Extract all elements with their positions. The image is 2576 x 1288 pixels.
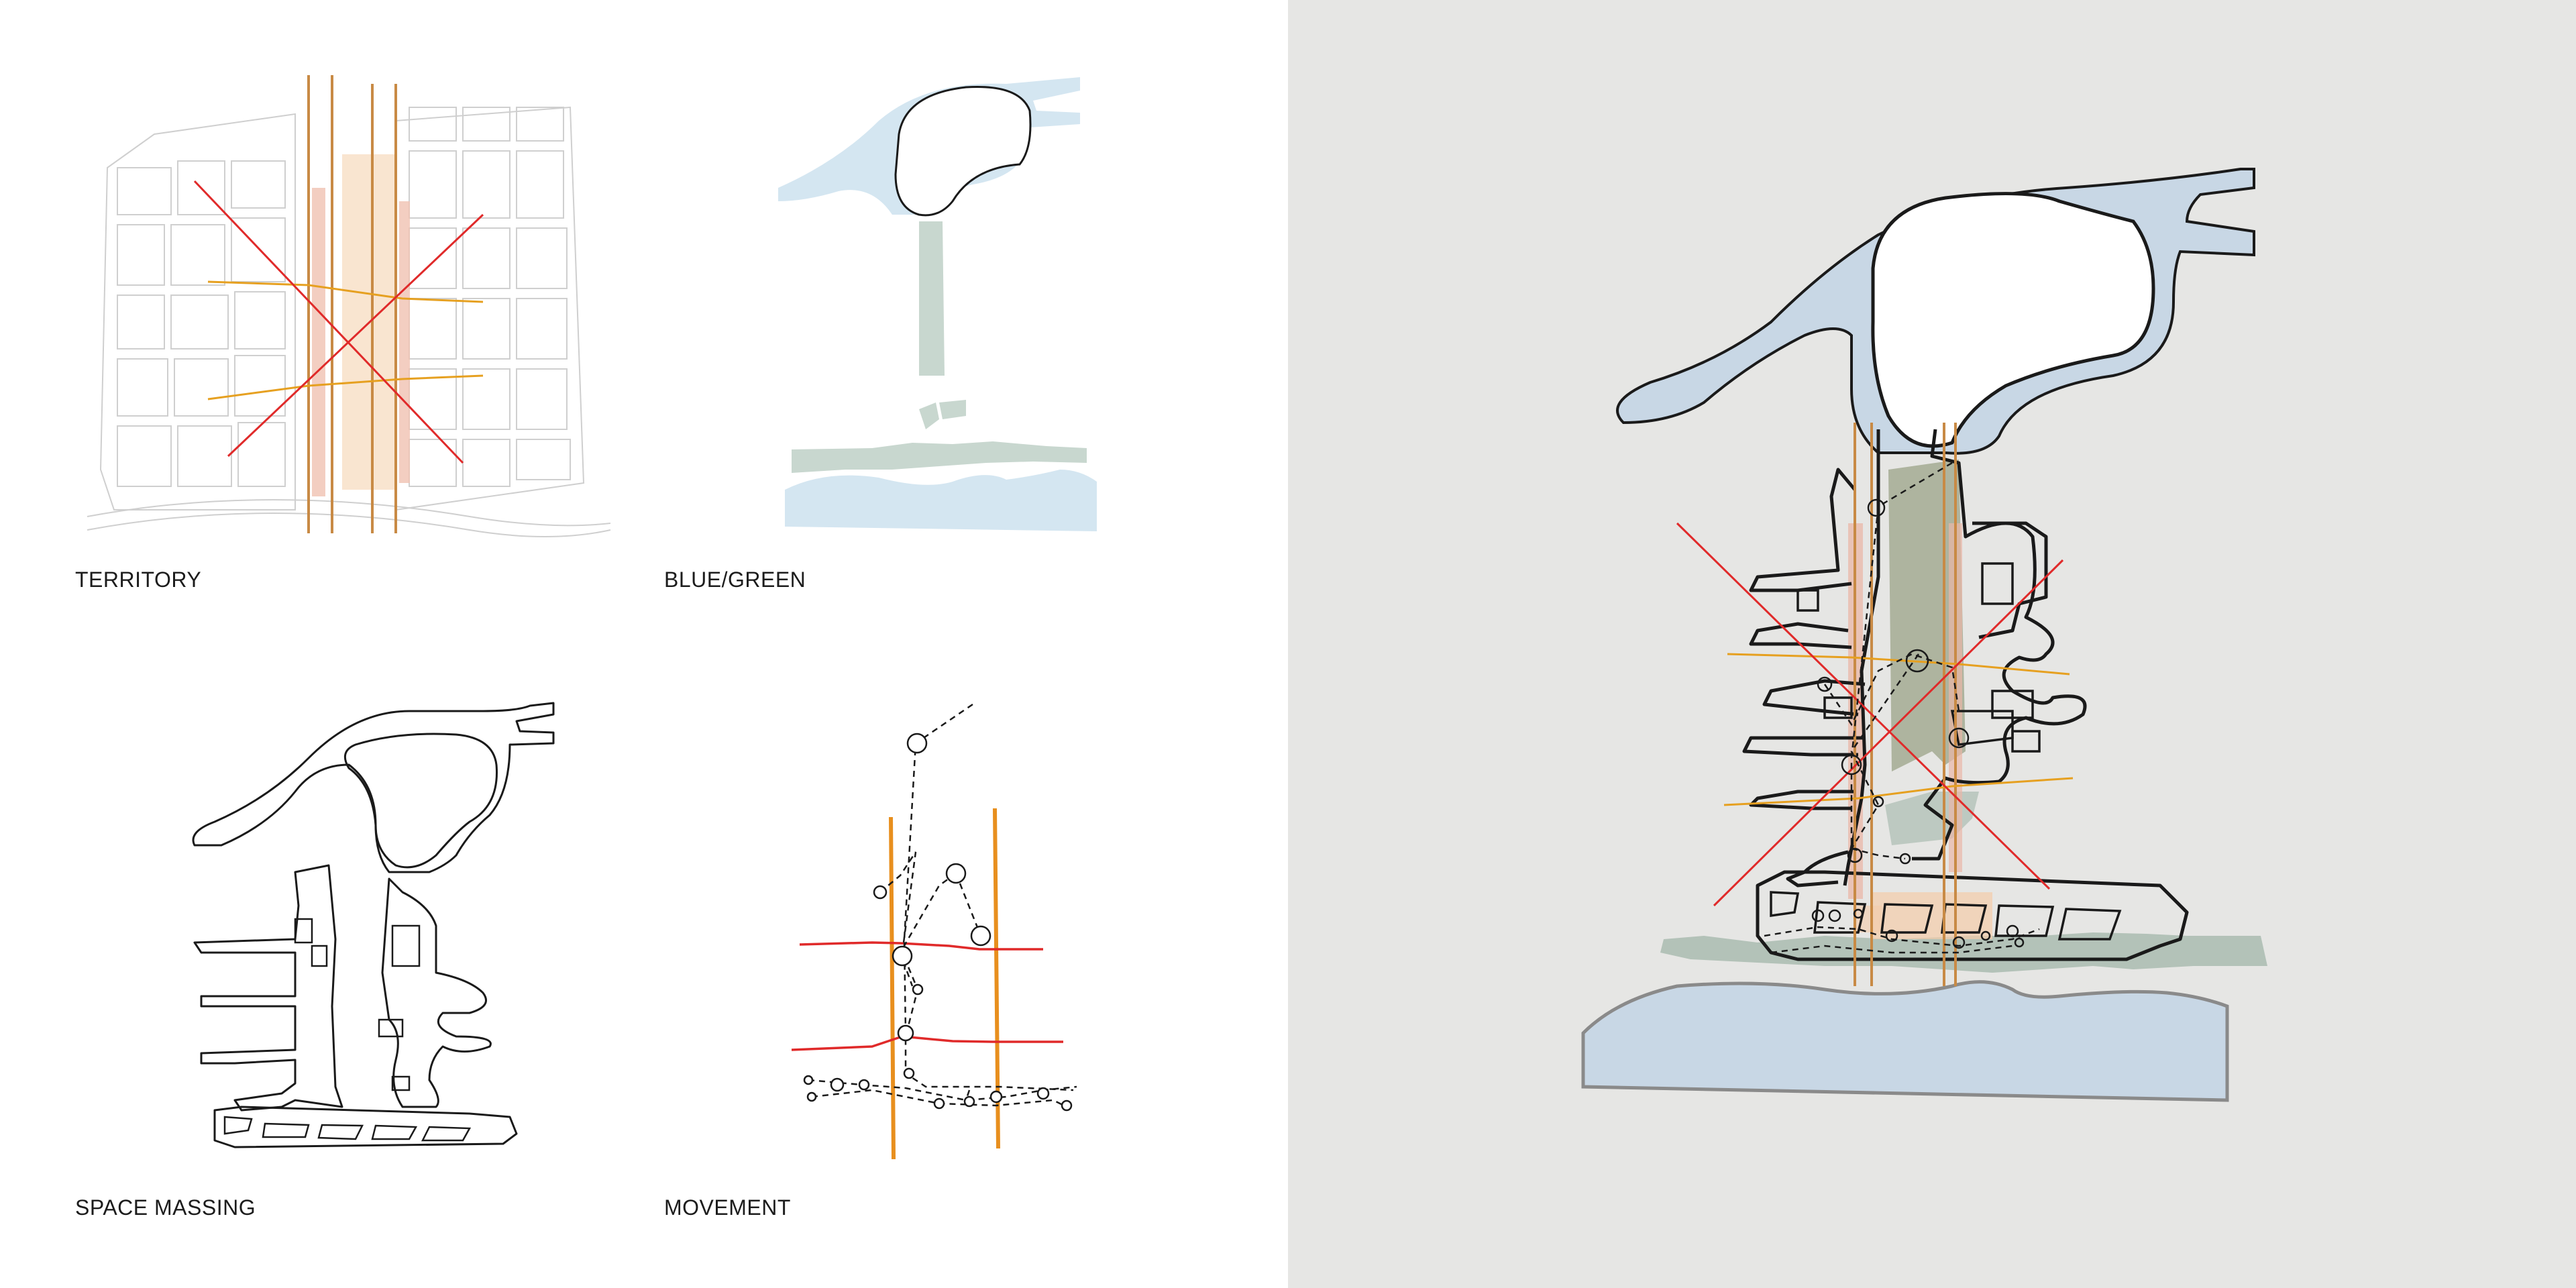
- composite-red-diagonals: [1676, 522, 2064, 907]
- blue-green-caption: BLUE/GREEN: [664, 568, 806, 592]
- movement-orange-axes: [889, 808, 1000, 1160]
- territory-red-diagonals: [193, 180, 484, 464]
- movement-red-axes: [791, 941, 1063, 1051]
- composite-yellow-axes: [1723, 653, 2074, 806]
- small-diagrams-panel: TERRITORY BLUE/GREEN: [75, 75, 1097, 1220]
- movement-nodes: [803, 733, 1073, 1112]
- space-massing-diagram: [192, 702, 555, 1148]
- territory-yellow-axes: [207, 280, 484, 400]
- composite-movement-paths: [1764, 462, 2040, 954]
- territory-diagram: [87, 75, 611, 537]
- composite-lake: [1871, 192, 2155, 448]
- composite-movement-nodes: [1811, 498, 2025, 949]
- movement-diagram: [791, 703, 1077, 1160]
- blue-green-lake: [894, 85, 1032, 217]
- composite-diagram-panel: [1288, 0, 2576, 1288]
- space-massing-caption: SPACE MASSING: [75, 1195, 256, 1220]
- blue-green-coastal-green: [792, 441, 1087, 473]
- blue-green-park: [919, 221, 945, 376]
- territory-street-grid: [87, 106, 611, 537]
- space-massing-outline: [192, 702, 555, 1148]
- space-massing-blocks: [223, 918, 472, 1142]
- movement-caption: MOVEMENT: [664, 1195, 791, 1220]
- composite-diagram: [1581, 168, 2267, 1102]
- composite-central-park: [1888, 460, 1966, 771]
- territory-caption: TERRITORY: [75, 568, 202, 592]
- blue-green-sea: [785, 470, 1097, 531]
- composite-sea: [1581, 980, 2229, 1102]
- composite-massing-outline: [1742, 429, 2189, 961]
- territory-orange-axes: [307, 75, 397, 533]
- composite-orange-axes: [1854, 423, 1957, 986]
- blue-green-diagram: [778, 77, 1097, 531]
